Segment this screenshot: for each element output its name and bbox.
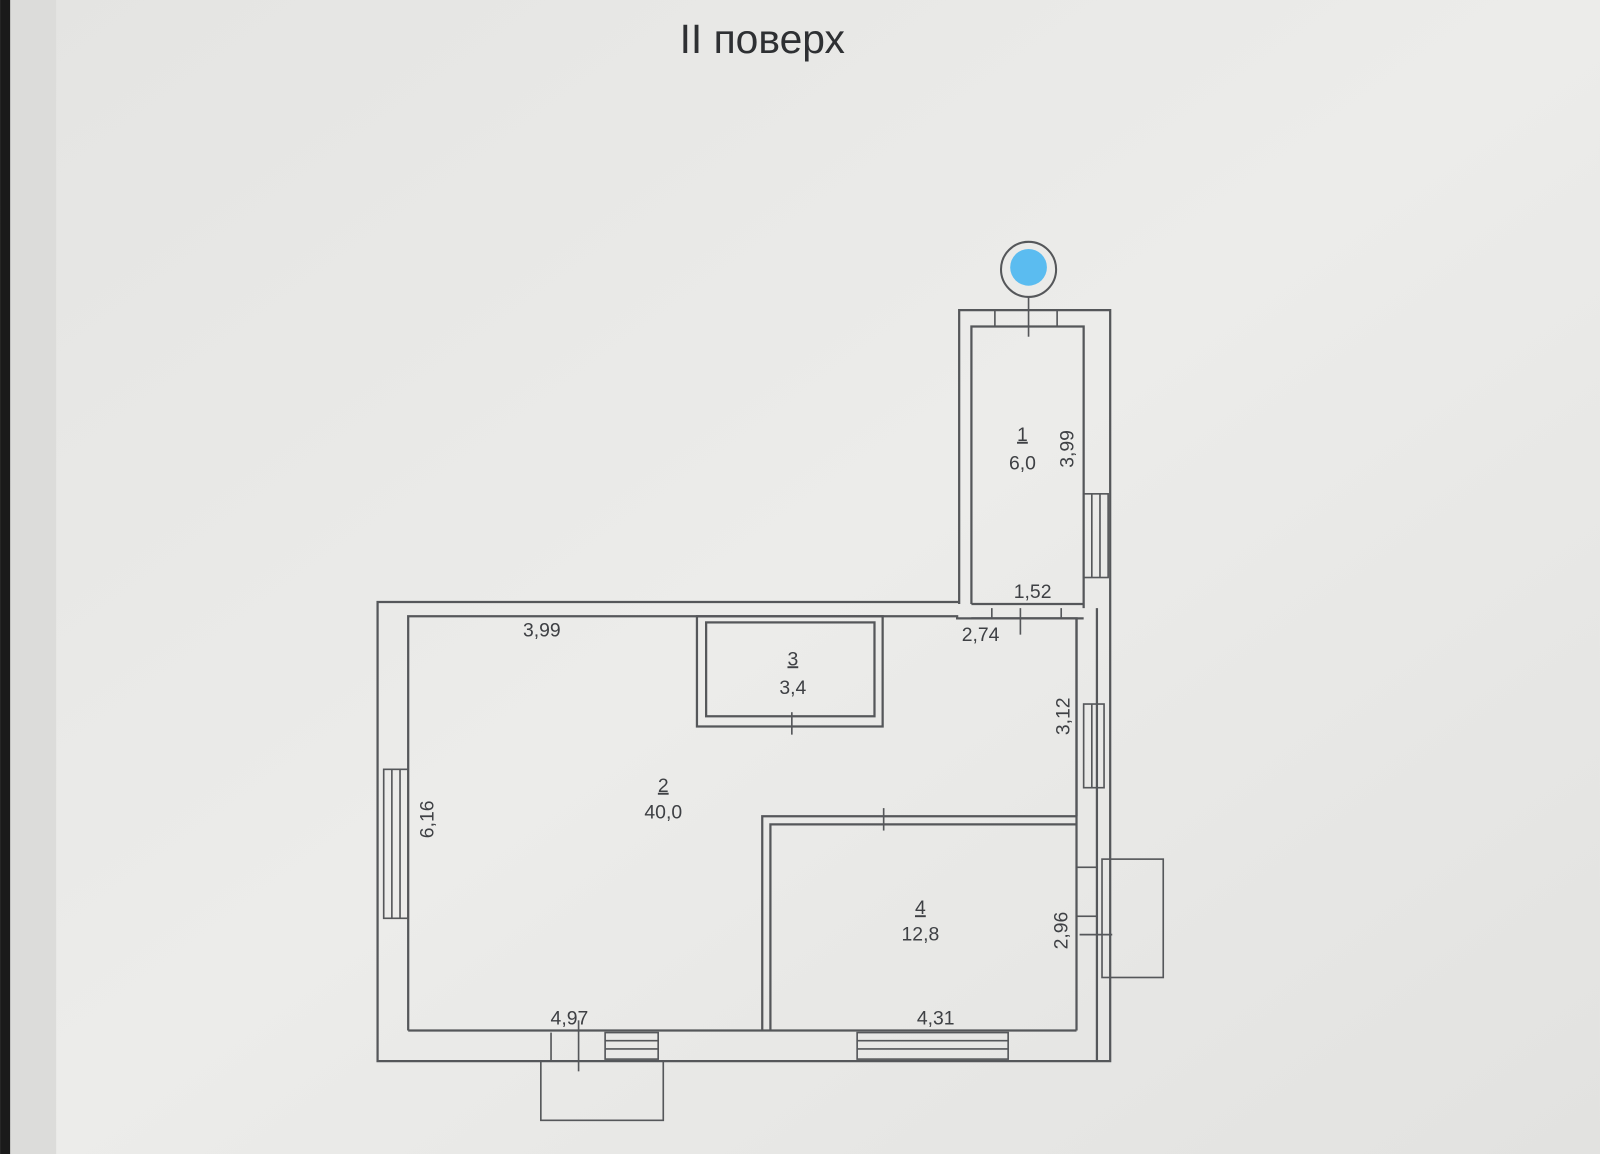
dim-room4-right: 2,96: [1050, 912, 1072, 950]
dim-room2-top: 3,99: [523, 620, 561, 642]
dim-room2-right: 3,12: [1052, 697, 1074, 735]
marker-dot: [1010, 248, 1047, 286]
left-page-strip: [10, 0, 57, 1154]
room-4-label: 4 12,8: [902, 897, 940, 946]
svg-text:6,0: 6,0: [1009, 452, 1036, 474]
left-edge-shadow: [0, 0, 11, 1154]
svg-text:1: 1: [1017, 424, 1028, 446]
dim-room1-width: 1,52: [1014, 581, 1052, 603]
room-3-walls: [695, 615, 884, 735]
svg-text:2: 2: [658, 775, 669, 797]
dim-room2-top-right: 2,74: [962, 624, 1000, 646]
entrance-marker: [994, 240, 1058, 337]
dim-room1-length: 3,99: [1056, 430, 1078, 468]
svg-text:3: 3: [787, 648, 798, 670]
dim-room2-bottom: 4,97: [551, 1007, 589, 1029]
dim-room2-left: 6,16: [417, 800, 439, 838]
room-3-label: 3 3,4: [779, 648, 806, 699]
dimension-labels: 3,99 1,52 3,99 2,74 3,12 6,16 4,97 4,31 …: [417, 430, 1079, 1029]
floor-title: II поверх: [680, 16, 845, 62]
balconies: [540, 608, 1165, 1122]
room-4-walls: [761, 808, 1077, 1031]
windows: [382, 493, 1109, 1060]
svg-text:3,4: 3,4: [779, 677, 806, 699]
svg-text:4: 4: [915, 897, 926, 919]
svg-text:40,0: 40,0: [644, 801, 682, 823]
dim-room4-bottom: 4,31: [917, 1007, 955, 1029]
room-2-label: 2 40,0: [644, 775, 682, 824]
room-1-label: 1 6,0: [1009, 424, 1036, 475]
svg-text:12,8: 12,8: [902, 924, 940, 946]
